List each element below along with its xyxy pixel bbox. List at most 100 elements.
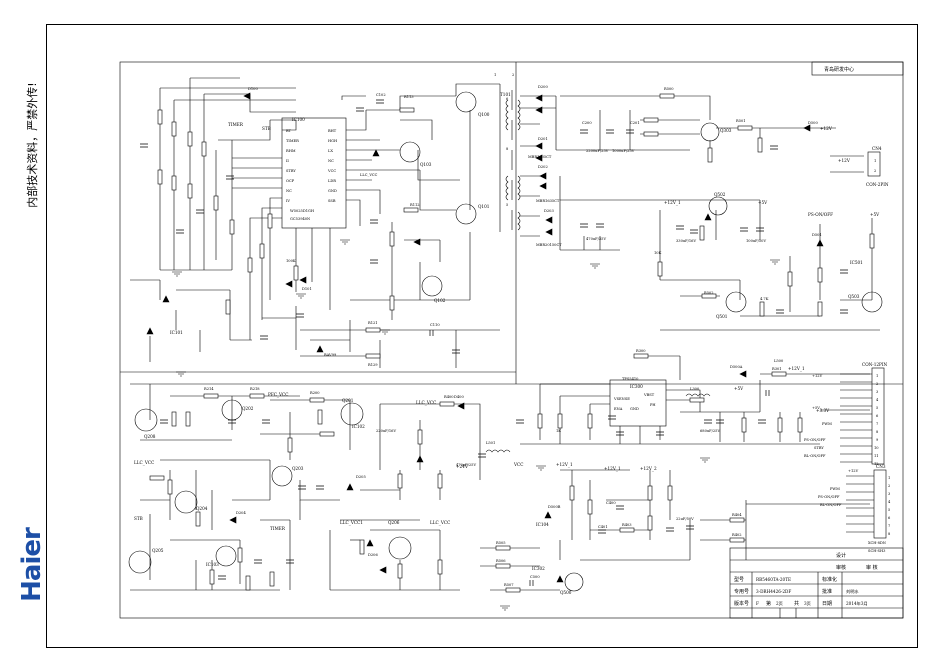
ic300-pin-vbst: VBST (643, 393, 655, 397)
tb-version-label: 版本号 (734, 600, 749, 607)
org-label: 青岛研发中心 (824, 66, 854, 73)
cn2-pin-11: 11 (874, 454, 879, 458)
ic100-pin-bt: BT (286, 129, 292, 133)
ic100-pin-rhm: RHM (286, 149, 296, 153)
cn2-net-12v: +12V (812, 374, 823, 378)
transistors (128, 91, 883, 592)
ic100-pin-stby: STBY (286, 169, 296, 173)
resistors (149, 93, 875, 593)
net-ps-on-1: PS-ON/OFF (808, 212, 833, 217)
ic100-ref: IC100 (292, 117, 305, 122)
sheet-border (119, 61, 904, 619)
q102-ref: Q102 (434, 298, 446, 303)
cn3-net-ps-on: PS-ON/OFF (818, 495, 840, 499)
q203-ref: Q203 (292, 466, 304, 471)
tb-total-value: 3页 (804, 601, 811, 607)
c401-ref: C401 (598, 525, 608, 529)
ic100-pin-ii: II (286, 159, 289, 163)
tb-name-label: 标准化 (822, 576, 837, 583)
tb-approve-label: 批准 (822, 588, 832, 595)
r506-ref: R506 (496, 559, 506, 563)
net-timer-2: TIMER (270, 526, 286, 531)
cn2-ref: CON-12PIN (862, 362, 888, 367)
ic102-ref: IC102 (352, 424, 365, 429)
q503-ref: Q503 (848, 294, 860, 299)
c500-ref: C500 (530, 575, 540, 579)
d500a-ref: D500A (730, 365, 743, 369)
cn3-pin-4: 4 (888, 500, 891, 504)
r129-ref: R129 (368, 363, 378, 367)
tb-drawer-label: 审 核 (866, 564, 878, 571)
cn4-part: CON-2PIN (866, 182, 889, 187)
c200-ref: C200 (582, 121, 592, 125)
cn2-pin-12: 12 (874, 462, 879, 466)
net-llc-vcc-4: LLC_VCC (430, 520, 450, 525)
tb-sheet-label: 第 (766, 600, 771, 607)
ic100-pin-lx: LX (328, 149, 333, 153)
r505-ref: R505 (496, 541, 506, 545)
cn2-pin-7: 7 (876, 422, 879, 426)
tb-date-value: 2014年3月 (846, 600, 868, 607)
cn3-net-pwm: PWM (830, 487, 840, 491)
d501-ref: D501 (812, 233, 822, 237)
cn4-body (867, 151, 881, 177)
net-llc-vcc-3: LLC_VCC (416, 400, 436, 405)
ic100-pin-iv: IV (286, 199, 290, 203)
c102-ref: C102 (376, 93, 386, 97)
d100-ref: D100 (248, 87, 258, 91)
res-value-4: 1K (556, 429, 561, 433)
diodes (146, 92, 824, 583)
r112-ref: R112 (410, 203, 420, 207)
c201-ref: C201 (630, 121, 640, 125)
d400-ref: D400 (454, 395, 464, 399)
q500-ref: Q500 (560, 590, 572, 595)
ic300-pin-ph: PH (650, 403, 656, 407)
ic100-pin-ocp: OCP (286, 179, 295, 183)
r121-ref: R121 (368, 321, 378, 325)
r507-ref: R507 (504, 583, 514, 587)
q502-ref: Q502 (714, 192, 726, 197)
cn3-ref: CN3 (876, 464, 886, 469)
net-12v-1b: +12V_1 (664, 200, 681, 205)
cn2-net-stby: STBY (814, 446, 824, 450)
r404-ref: R404 (732, 513, 742, 517)
zener-part-1: BAV99 (324, 353, 337, 357)
r402-ref: R402 (732, 533, 742, 537)
d200-ref: D200 (538, 85, 548, 89)
c110-ref: C110 (430, 323, 440, 327)
org-box (811, 61, 904, 76)
d201-ref: D201 (538, 137, 548, 141)
mbr-part-2: MBR1635CT (536, 199, 560, 203)
r300-ref: R300 (636, 349, 646, 353)
ic100-pin-ssb: SSB (328, 199, 336, 203)
net-pfc-vcc: PFC_VCC (268, 392, 288, 397)
d204-ref: D204 (236, 511, 246, 515)
q208-ref: Q208 (144, 434, 156, 439)
cn3-pin-7: 7 (888, 524, 891, 528)
ic100-pin-vcc: VCC (327, 169, 336, 173)
cn3-alt: SCH-SH3 (868, 549, 886, 553)
ic300-part: TPS5410 (622, 377, 639, 381)
ic300-ref: IC300 (630, 384, 643, 389)
cn3-pin-8: 8 (888, 532, 891, 536)
ic100-pin-timer: TIMER (286, 139, 299, 143)
cn2-net-5v: +5V (812, 406, 820, 410)
d203-ref: D203 (544, 209, 554, 213)
r502-ref: R502 (704, 291, 714, 295)
q201-ref: Q201 (342, 398, 354, 403)
cn3-pin-3: 3 (888, 492, 891, 496)
cn2-pin-10: 10 (874, 446, 879, 450)
ic100-pin-nc: NC (286, 189, 292, 193)
tb-approve-value: 刘明水 (846, 588, 859, 595)
tb-version-value: F (756, 601, 759, 606)
r200-ref: R200 (310, 391, 320, 395)
ic300-pin-gnd: GND (630, 407, 639, 411)
cap-value-1: 2200uF/25V (586, 149, 609, 153)
net-5v-1: +5V (758, 200, 768, 205)
ic100-pin-nc2: NC (328, 159, 334, 163)
capacitors (140, 99, 848, 586)
ic300-pin-vsense: VSENSE (613, 397, 630, 401)
ic302-ref: IC302 (532, 566, 545, 571)
q501-ref: Q501 (716, 314, 728, 319)
